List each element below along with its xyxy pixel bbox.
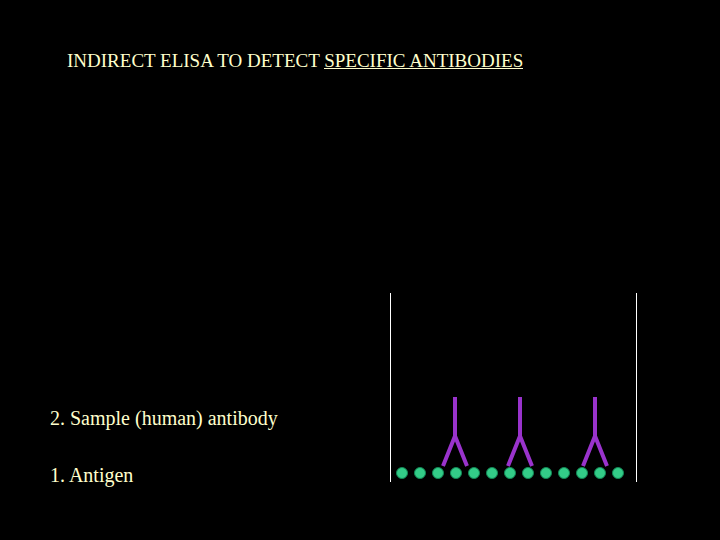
antibody-symbol xyxy=(583,397,607,466)
antigen-dot xyxy=(397,468,408,479)
antibody-symbols xyxy=(443,397,607,466)
antigen-dot xyxy=(487,468,498,479)
antigen-dot xyxy=(469,468,480,479)
antigen-dot xyxy=(523,468,534,479)
antigen-dot xyxy=(541,468,552,479)
step-label: 1. Antigen xyxy=(50,464,133,487)
antigen-dots xyxy=(397,468,624,479)
antibody-symbol xyxy=(443,397,467,466)
antigen-dot xyxy=(415,468,426,479)
well-wall xyxy=(390,293,391,482)
antigen-dot xyxy=(451,468,462,479)
title-underline xyxy=(324,68,523,69)
antigen-dot xyxy=(433,468,444,479)
well-wall xyxy=(636,293,637,482)
step-label: 2. Sample (human) antibody xyxy=(50,407,278,430)
antigen-dot xyxy=(559,468,570,479)
antigen-dot xyxy=(613,468,624,479)
antibody-symbol xyxy=(508,397,532,466)
antigen-dot xyxy=(505,468,516,479)
antigen-dot xyxy=(577,468,588,479)
antigen-dot xyxy=(595,468,606,479)
